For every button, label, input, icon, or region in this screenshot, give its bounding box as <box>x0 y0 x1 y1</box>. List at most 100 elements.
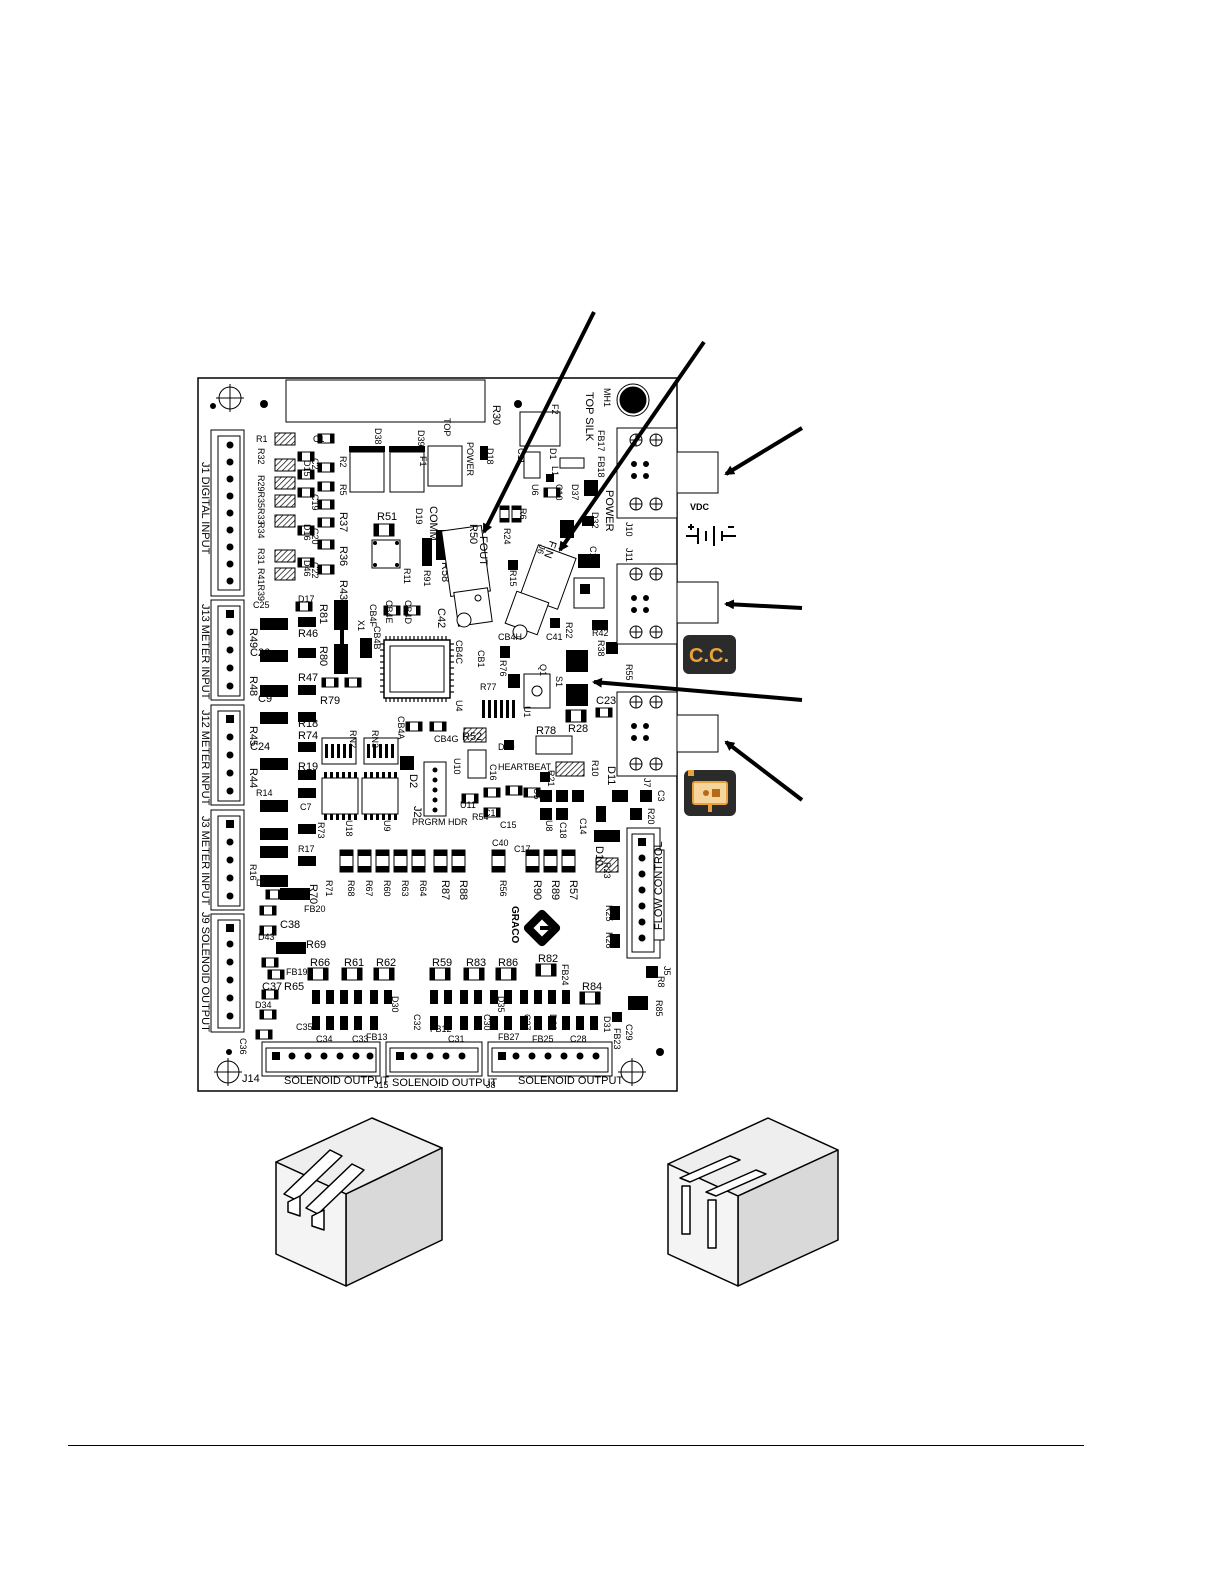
svg-text:R76: R76 <box>498 660 508 677</box>
d2-label: D2 <box>407 774 419 788</box>
svg-text:C13: C13 <box>484 808 501 818</box>
svg-text:R23: R23 <box>602 862 612 879</box>
svg-text:R31: R31 <box>256 548 266 565</box>
r19-label: R19 <box>298 761 318 773</box>
svg-text:R29R35R33: R29R35R33 <box>256 475 266 525</box>
svg-text:U5: U5 <box>532 788 542 800</box>
power-label: POWER <box>603 490 615 532</box>
svg-text:D39: D39 <box>416 430 426 447</box>
u18-chip <box>321 772 359 820</box>
svg-text:D34: D34 <box>255 1000 272 1010</box>
r18-label: R18 <box>298 718 318 730</box>
svg-text:C32: C32 <box>412 1014 422 1031</box>
r14-label: R14 <box>256 788 273 798</box>
footer-rule <box>68 1445 1084 1446</box>
svg-text:RN2: RN2 <box>348 730 358 748</box>
mounting-hole-icon <box>618 1058 646 1086</box>
terminal-block-power <box>616 427 678 519</box>
svg-text:R24: R24 <box>502 528 512 545</box>
resistor-row-label: R56 <box>498 880 508 897</box>
pot-fin <box>504 544 577 640</box>
svg-text:R42: R42 <box>592 628 609 638</box>
arrow-icon <box>482 311 804 802</box>
svg-text:CB4D: CB4D <box>403 600 413 625</box>
r28-label: R28 <box>568 723 588 735</box>
j10-label: J10 <box>624 522 634 537</box>
j8-label: J8 <box>486 1080 496 1090</box>
resistor-row-label: R64 <box>418 880 428 897</box>
r80-label: R80 <box>317 646 329 666</box>
svg-text:CB4H: CB4H <box>498 632 522 642</box>
svg-text:C29: C29 <box>624 1024 634 1041</box>
r62-label: R62 <box>376 957 396 969</box>
mounting-hole-icon <box>216 384 244 412</box>
r47-label: R47 <box>298 672 318 684</box>
r85-label: R85 <box>654 1000 664 1017</box>
svg-text:D31: D31 <box>602 1016 612 1033</box>
r82-label: R82 <box>538 953 558 965</box>
r55-label: R55 <box>624 664 634 681</box>
svg-text:D1: D1 <box>548 448 558 460</box>
r79-label: R79 <box>320 695 340 707</box>
terminal-block-led <box>616 691 678 777</box>
r84-label: R84 <box>582 981 602 993</box>
resistor-row-label: R90 <box>531 880 543 900</box>
graco-label: GRACO <box>509 906 520 943</box>
svg-text:R22: R22 <box>564 622 574 639</box>
svg-text:R8: R8 <box>656 976 666 988</box>
svg-text:R1: R1 <box>256 434 268 444</box>
svg-text:D32: D32 <box>590 512 600 529</box>
j9-connector <box>210 913 245 1033</box>
lower-small-parts <box>312 990 598 1030</box>
r45-label: R45 <box>247 726 259 746</box>
resistor-row-label: R60 <box>382 880 392 897</box>
j3-header-label: J3 METER INPUT <box>199 816 211 906</box>
svg-text:D38: D38 <box>373 428 383 445</box>
svg-text:R77: R77 <box>480 682 497 692</box>
r52-label: R52 <box>462 731 482 743</box>
c31-label: C31 <box>448 1034 465 1044</box>
u9-label: U9 <box>382 820 392 832</box>
svg-text:D37: D37 <box>570 484 580 501</box>
mounting-hole-icon <box>619 386 647 414</box>
svg-text:D19: D19 <box>414 508 424 525</box>
svg-text:X1: X1 <box>356 620 366 631</box>
svg-text:FB17: FB17 <box>596 430 606 452</box>
r30-label: R30 <box>490 405 502 425</box>
svg-text:R21: R21 <box>546 770 556 787</box>
svg-text:FB19: FB19 <box>286 967 308 977</box>
top-silk-label: TOP SILK <box>583 392 595 442</box>
d11-label: D11 <box>605 766 617 785</box>
svg-text:FB13: FB13 <box>366 1032 388 1042</box>
svg-text:D33: D33 <box>548 1014 558 1031</box>
graco-logo-icon <box>523 909 561 947</box>
svg-text:C16: C16 <box>488 764 498 781</box>
svg-text:CB1: CB1 <box>476 650 486 668</box>
svg-text:FB20: FB20 <box>304 904 326 914</box>
c36-label: C36 <box>238 1038 248 1055</box>
vdc-label: VDC <box>690 502 710 512</box>
r36-label: R36 <box>337 546 349 566</box>
terminal-block-cc <box>616 563 678 645</box>
plug-cc <box>676 581 719 624</box>
j12-header-label: J12 METER INPUT <box>199 710 211 806</box>
resistor-row-label: R87 <box>439 880 451 900</box>
svg-text:D35: D35 <box>496 996 506 1013</box>
svg-text:R11: R11 <box>402 568 412 584</box>
c37-label: C37 <box>262 981 282 993</box>
svg-text:C2: C2 <box>310 458 320 470</box>
svg-text:CB4B: CB4B <box>372 626 382 650</box>
svg-text:C9: C9 <box>258 693 272 705</box>
svg-text:D17: D17 <box>298 594 315 604</box>
svg-text:FB23: FB23 <box>612 1028 622 1050</box>
r83-label: R83 <box>466 957 486 969</box>
r73-label: R73 <box>316 822 326 839</box>
svg-text:J5: J5 <box>662 966 672 976</box>
resistor-row-label: R89 <box>549 880 561 900</box>
resistor-row-label: R63 <box>400 880 410 897</box>
mh1-label: MH1 <box>602 388 612 407</box>
j14-label: J14 <box>242 1073 260 1085</box>
svg-text:Q1: Q1 <box>538 664 548 676</box>
svg-text:D43: D43 <box>258 932 275 942</box>
